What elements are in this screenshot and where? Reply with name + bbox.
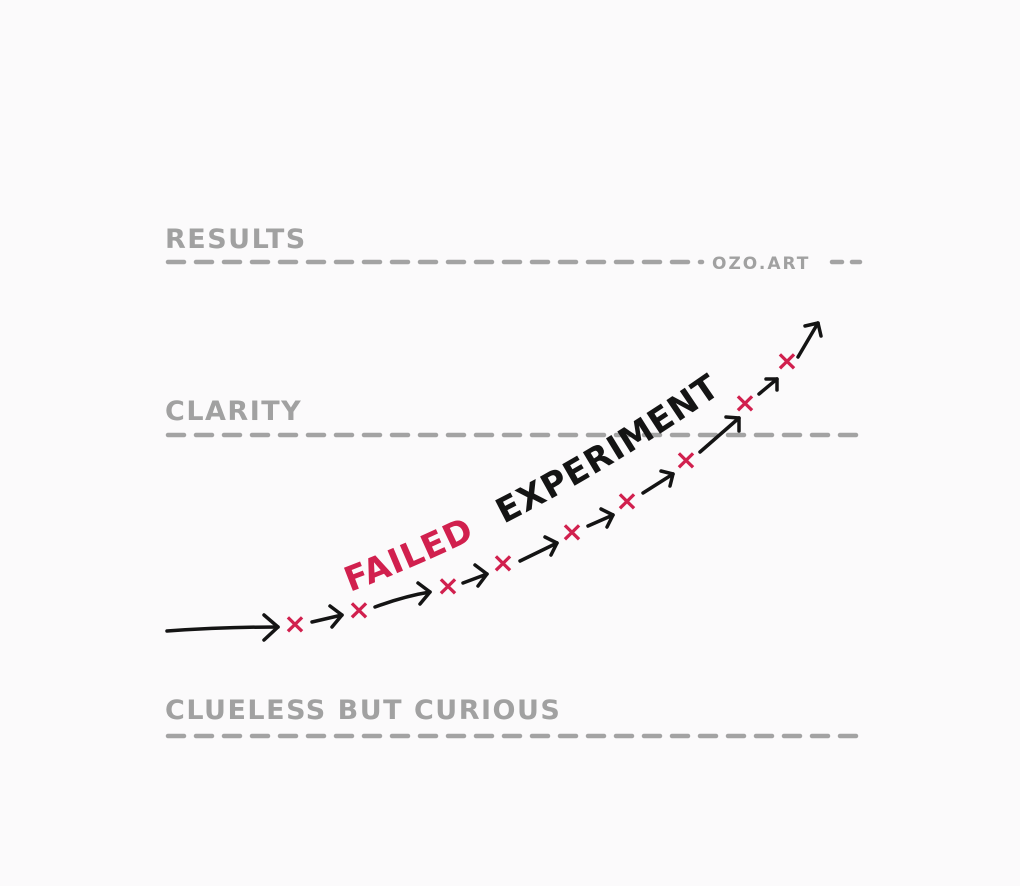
arrow-right-icon (698, 415, 741, 454)
x-mark-icon: × (733, 386, 756, 419)
level-label-results: RESULTS (165, 224, 307, 255)
x-mark-icon: × (491, 546, 514, 579)
x-mark-icon: × (347, 593, 370, 626)
arrow-right-icon (461, 563, 489, 588)
arrow-right-icon (165, 613, 280, 642)
experiments-label: EXPERIMENTS (0, 0, 727, 532)
x-mark-icon: × (283, 607, 306, 640)
x-mark-icon: × (436, 569, 459, 602)
level-label-clueless: CLUELESS BUT CURIOUS (165, 695, 561, 726)
arrow-right-icon (757, 377, 779, 396)
arrow-right-icon (641, 469, 675, 495)
arrow-right-icon (310, 604, 344, 629)
arrow-right-icon (586, 507, 615, 529)
x-mark-icon: × (615, 484, 638, 517)
x-mark-icon: × (560, 515, 583, 548)
arrow-right-icon (796, 321, 823, 359)
arrow-right-icon (373, 581, 432, 609)
level-label-clarity: CLARITY (165, 396, 302, 427)
credit-text: OZO.ART (712, 254, 810, 274)
x-mark-icon: × (674, 443, 697, 476)
arrow-right-icon (518, 535, 559, 563)
x-mark-icon: × (775, 344, 798, 377)
